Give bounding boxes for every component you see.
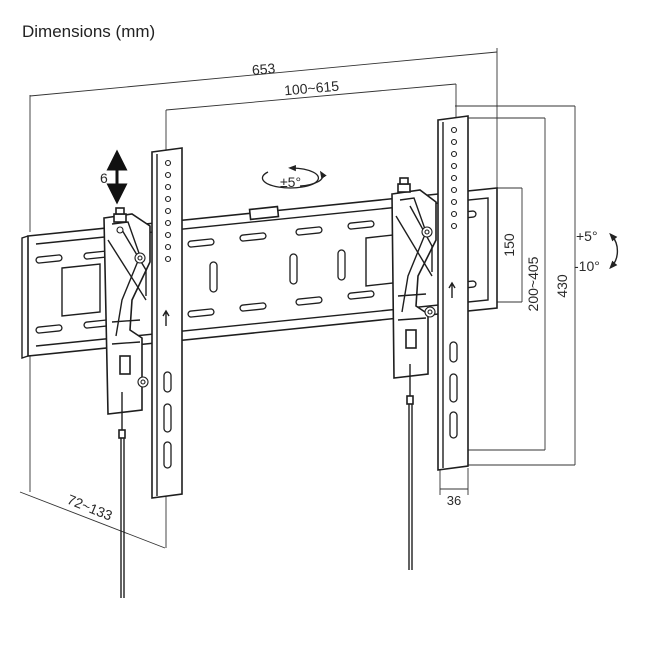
swivel-icon <box>261 164 327 189</box>
tilt-up-label: +5° <box>576 228 598 244</box>
dimension-lines <box>19 48 576 549</box>
arm-width-label: 36 <box>447 493 461 508</box>
vesa-horizontal-label: 100~615 <box>284 78 340 99</box>
level-clip <box>248 205 280 221</box>
right-mounting-arm <box>391 115 469 570</box>
tilt-icon <box>609 232 619 270</box>
wall-plate-height-label: 150 <box>501 233 517 257</box>
overall-height-label: 430 <box>554 274 570 298</box>
left-arm-holes <box>163 159 172 469</box>
drawing-title: Dimensions (mm) <box>22 22 155 41</box>
swivel-label: ±5° <box>280 174 301 190</box>
arm-travel-label: 6 <box>100 170 108 186</box>
left-mounting-arm <box>103 147 183 598</box>
tilt-down-label: -10° <box>574 258 600 274</box>
vesa-vertical-label: 200~405 <box>525 256 541 311</box>
overall-width-label: 653 <box>251 60 276 78</box>
right-arm-holes <box>449 126 458 439</box>
